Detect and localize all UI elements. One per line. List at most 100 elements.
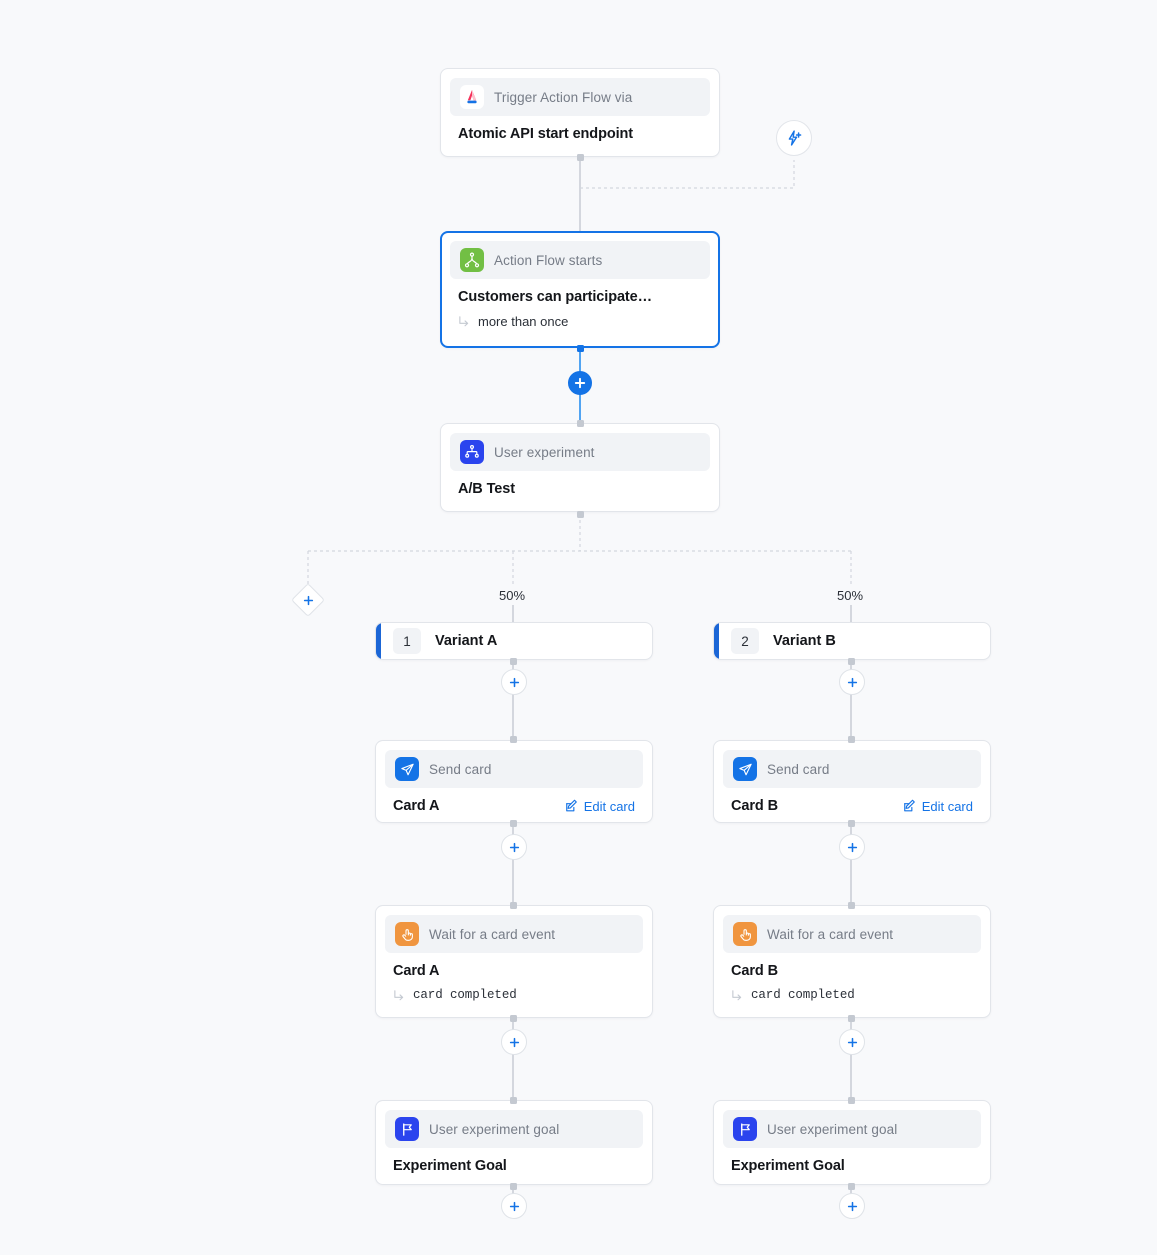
node-handle [509, 1015, 517, 1022]
node-title: A/B Test [458, 481, 515, 497]
variant-label: Variant A [435, 633, 498, 649]
add-trigger-button[interactable] [776, 120, 812, 156]
node-header-label: Wait for a card event [429, 926, 556, 942]
node-header: Send card [385, 750, 643, 788]
node-handle [847, 1097, 855, 1104]
plus-icon [509, 1201, 519, 1211]
plus-icon [847, 677, 857, 687]
plus-icon [509, 842, 519, 852]
node-experiment-goal-b[interactable]: User experiment goal Experiment Goal [713, 1100, 991, 1185]
node-subtitle: card completed [751, 988, 855, 1002]
add-step-button[interactable] [839, 834, 865, 860]
node-subtitle-row: more than once [458, 314, 702, 329]
add-step-button[interactable] [501, 1193, 527, 1219]
node-send-card-a[interactable]: Send card Card A Edit card [375, 740, 653, 823]
node-title: Card B [731, 798, 778, 814]
send-card-icon [395, 757, 419, 781]
lightning-plus-icon [788, 129, 801, 146]
node-handle [847, 901, 855, 909]
node-handle [509, 1183, 517, 1190]
plus-icon [303, 595, 313, 605]
atomic-logo-icon [460, 85, 484, 109]
node-header-label: Action Flow starts [494, 252, 603, 268]
node-header-label: User experiment [494, 444, 595, 460]
goal-flag-icon [395, 1117, 419, 1141]
node-title: Card B [731, 963, 778, 979]
node-body: Card A card completed [376, 953, 652, 1015]
send-card-icon [733, 757, 757, 781]
node-ab-test[interactable]: User experiment A/B Test [440, 423, 720, 512]
node-handle [576, 419, 584, 427]
node-trigger-atomic-api[interactable]: Trigger Action Flow via Atomic API start… [440, 68, 720, 157]
node-handle [847, 1183, 855, 1190]
node-title: Experiment Goal [731, 1158, 845, 1174]
experiment-split-icon [460, 440, 484, 464]
add-step-button[interactable] [839, 1029, 865, 1055]
node-subtitle-row: card completed [393, 988, 635, 1002]
tap-hand-icon [395, 922, 419, 946]
node-header-label: Trigger Action Flow via [494, 89, 633, 105]
tap-hand-icon [733, 922, 757, 946]
variant-label: Variant B [773, 633, 836, 649]
node-body: Customers can participate… more than onc… [442, 279, 718, 341]
add-step-button[interactable] [839, 1193, 865, 1219]
edit-card-link[interactable]: Edit card [565, 799, 635, 814]
node-title: Experiment Goal [393, 1158, 507, 1174]
node-handle [509, 901, 517, 909]
plus-icon [847, 842, 857, 852]
node-header: User experiment [450, 433, 710, 471]
arrow-corner-icon [732, 989, 742, 1000]
node-handle [509, 819, 517, 827]
node-handle [847, 819, 855, 827]
plus-icon [847, 1037, 857, 1047]
node-header-label: User experiment goal [767, 1121, 898, 1137]
edit-card-link[interactable]: Edit card [903, 799, 973, 814]
node-wait-card-b[interactable]: Wait for a card event Card B card comple… [713, 905, 991, 1018]
node-header-label: Send card [429, 761, 492, 777]
node-wait-card-a[interactable]: Wait for a card event Card A card comple… [375, 905, 653, 1018]
node-handle [576, 153, 584, 161]
node-body: A/B Test [441, 471, 719, 510]
node-header: Action Flow starts [450, 241, 710, 279]
add-step-button[interactable] [839, 669, 865, 695]
node-header-label: Wait for a card event [767, 926, 894, 942]
node-header: Wait for a card event [385, 915, 643, 953]
plus-icon [509, 1037, 519, 1047]
node-experiment-goal-a[interactable]: User experiment goal Experiment Goal [375, 1100, 653, 1185]
variant-index: 2 [731, 628, 759, 654]
node-subtitle: card completed [413, 988, 517, 1002]
arrow-corner-icon [394, 989, 404, 1000]
node-title: Atomic API start endpoint [458, 126, 633, 142]
add-step-button[interactable] [501, 1029, 527, 1055]
branch-percent-a: 50% [499, 588, 526, 603]
node-subtitle: more than once [478, 314, 569, 329]
variant-stripe [376, 623, 381, 659]
node-header-label: Send card [767, 761, 830, 777]
node-handle [576, 510, 584, 518]
node-variant-b[interactable]: 2 Variant B [713, 622, 991, 660]
flow-branch-icon [460, 248, 484, 272]
node-handle [509, 658, 517, 665]
node-body: Atomic API start endpoint [441, 116, 719, 155]
node-body: Experiment Goal [376, 1148, 652, 1187]
add-branch-button[interactable] [291, 583, 325, 617]
plus-icon [509, 677, 519, 687]
node-header: Wait for a card event [723, 915, 981, 953]
node-action-flow-starts[interactable]: Action Flow starts Customers can partici… [440, 231, 720, 348]
node-title: Customers can participate… [458, 289, 653, 305]
node-header: Trigger Action Flow via [450, 78, 710, 116]
goal-flag-icon [733, 1117, 757, 1141]
node-handle [847, 1015, 855, 1022]
node-variant-a[interactable]: 1 Variant A [375, 622, 653, 660]
add-step-button[interactable] [568, 371, 592, 395]
add-step-button[interactable] [501, 669, 527, 695]
node-header: User experiment goal [385, 1110, 643, 1148]
node-send-card-b[interactable]: Send card Card B Edit card [713, 740, 991, 823]
node-handle [509, 1097, 517, 1104]
node-handle [576, 344, 584, 352]
node-header: Send card [723, 750, 981, 788]
variant-index: 1 [393, 628, 421, 654]
add-step-button[interactable] [501, 834, 527, 860]
node-body: Card A Edit card [376, 788, 652, 827]
